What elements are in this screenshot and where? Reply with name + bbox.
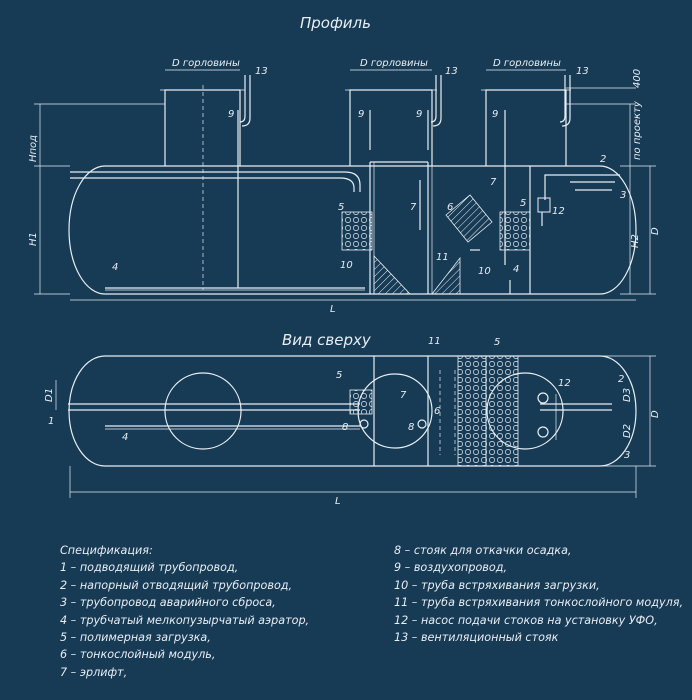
profile-title: Профиль <box>300 14 371 32</box>
spec-item-9: 9 – воздухопровод, <box>394 561 508 575</box>
spec-item-13: 13 – вентиляционный стояк <box>394 631 559 645</box>
dim-d-top: D <box>650 410 661 418</box>
spec-item-12: 12 – насос подачи стоков на установку УФ… <box>394 613 658 627</box>
callout-9b: 9 <box>358 109 364 120</box>
dim-h1: H1 <box>28 232 39 246</box>
spec-item-3: 3 – трубопровод аварийного сброса, <box>60 596 276 610</box>
profile-tank <box>68 75 637 295</box>
spec-right: 8 – стояк для откачки осадка, 9 – воздух… <box>394 542 683 646</box>
spec-item-7: 7 – эрлифт, <box>60 665 128 679</box>
callout-3b: 3 <box>624 450 630 461</box>
spec-heading: Спецификация: <box>60 544 153 557</box>
callout-2b: 2 <box>618 374 624 385</box>
dim-d3: D3 <box>622 388 633 402</box>
callout-10a: 10 <box>340 260 353 271</box>
callout-6a: 6 <box>447 202 453 213</box>
top-view-title: Вид сверху <box>282 331 372 349</box>
callout-5c: 5 <box>336 370 342 381</box>
top-view-dimensions <box>55 355 656 498</box>
dim-400: 400 <box>632 69 643 88</box>
callout-5a: 5 <box>338 202 344 213</box>
callout-11a: 11 <box>436 252 449 263</box>
dim-by-project: по проекту <box>632 100 643 160</box>
callout-1b: 1 <box>48 416 54 427</box>
callout-5b: 5 <box>520 198 526 209</box>
spec-item-4: 4 – трубчатый мелкопузырчатый аэратор, <box>60 613 310 627</box>
callout-8a: 8 <box>342 422 348 433</box>
callout-13b: 13 <box>445 66 458 77</box>
callout-13a: 13 <box>255 66 268 77</box>
neck-label-2: D горловины <box>360 58 428 69</box>
spec-item-6: 6 – тонкослойный модуль, <box>60 648 216 662</box>
spec-item-1: 1 – подводящий трубопровод, <box>60 561 239 575</box>
neck-label-1: D горловины <box>172 58 240 69</box>
dim-d2: D2 <box>622 424 633 438</box>
callout-5d: 5 <box>494 337 500 348</box>
callout-4a: 4 <box>513 264 519 275</box>
callout-4b: 4 <box>112 262 118 273</box>
callout-4c: 4 <box>122 432 128 443</box>
dim-h2: H2 <box>630 234 641 248</box>
callout-11b: 11 <box>428 336 441 347</box>
spec-item-11: 11 – труба встряхивания тонкослойного мо… <box>394 596 684 610</box>
dim-l-top: L <box>335 496 341 507</box>
callout-9d: 9 <box>492 109 498 120</box>
callout-7c: 7 <box>400 390 407 401</box>
spec-item-10: 10 – труба встряхивания загрузки, <box>394 578 600 592</box>
callout-10b: 10 <box>478 266 491 277</box>
callout-6b: 6 <box>434 406 440 417</box>
callout-8b: 8 <box>408 422 414 433</box>
callout-9a: 9 <box>228 109 234 120</box>
callout-3a: 3 <box>620 190 626 201</box>
top-view-tank <box>68 355 637 467</box>
spec-item-8: 8 – стояк для откачки осадка, <box>394 544 572 557</box>
dim-d1: D1 <box>44 388 55 402</box>
callout-2a: 2 <box>600 154 606 165</box>
spec-item-5: 5 – полимерная загрузка, <box>60 631 211 645</box>
profile-dimensions <box>34 69 656 301</box>
spec-item-2: 2 – напорный отводящий трубопровод, <box>60 578 293 592</box>
callout-12b: 12 <box>558 378 571 389</box>
callout-7b: 7 <box>490 177 497 188</box>
callout-7a: 7 <box>410 202 417 213</box>
spec-left: Спецификация: 1 – подводящий трубопровод… <box>60 542 309 681</box>
dim-l-profile: L <box>330 304 336 315</box>
neck-label-3: D горловины <box>493 58 561 69</box>
dim-hpod: Hпод <box>28 135 39 162</box>
dim-d-profile: D <box>650 227 661 235</box>
callout-12a: 12 <box>552 206 565 217</box>
callout-9c: 9 <box>416 109 422 120</box>
callout-13c: 13 <box>576 66 589 77</box>
